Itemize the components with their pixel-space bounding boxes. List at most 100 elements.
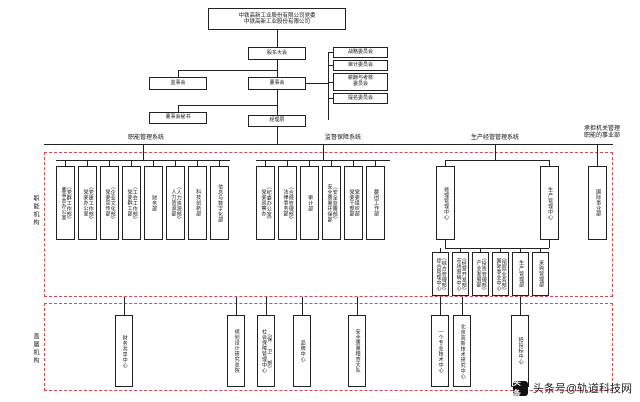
node-delegated-0: 国际事业部 xyxy=(588,166,607,240)
bus-production-sub xyxy=(445,248,549,249)
system-label-delegated: 承担机关管理 职能的事业部 xyxy=(583,126,620,140)
tick-production-center-1 xyxy=(549,160,550,166)
drop-direct-6 xyxy=(440,297,441,315)
tick-supervision-4 xyxy=(353,160,354,166)
node-supervision-0: （纪委办公室） 党委巡察办 xyxy=(256,166,275,240)
tick-functional-4 xyxy=(153,160,154,166)
node-functional-2: （企业文化部） 党委宣传部 xyxy=(100,166,119,240)
bus-functional-drop xyxy=(143,144,144,160)
toutiao-badge-icon: 头条 xyxy=(512,378,528,398)
node-production-4: 采购管理部 xyxy=(532,252,549,296)
connector-title-down xyxy=(277,30,278,47)
node-functional-7: 信息与数字化部 xyxy=(210,166,229,240)
tick-supervision-1 xyxy=(287,160,288,166)
tick-supervision-3 xyxy=(331,160,332,166)
watermark: 头条 头条号@轨道科技网 xyxy=(512,378,632,398)
node-direct-6: 一个专业技术中心 xyxy=(431,315,449,387)
node-supervision-2: 审计部 xyxy=(300,166,319,240)
node-compensation-committee: 薪酬与考核 委员会 xyxy=(333,73,388,91)
connector-committee-spine xyxy=(328,52,329,120)
node-direct-3: 品牌中心 xyxy=(293,315,311,387)
node-production-1: （投资管理部） 产业发展部 xyxy=(472,252,489,296)
node-direct-1: 规划设计研究总院 xyxy=(227,315,245,387)
tick-functional-1 xyxy=(87,160,88,166)
node-functional-3: （工会工作部） 党委群工部 xyxy=(122,166,141,240)
bus-main-horizontal xyxy=(44,144,613,145)
tick-functional-7 xyxy=(219,160,220,166)
watermark-text: 头条号@轨道科技网 xyxy=(532,383,632,395)
system-label-functional: 职能管理系统 xyxy=(127,135,164,141)
system-label-supervision: 监督保障系统 xyxy=(324,135,361,141)
node-company-title: 中铁高新工业股份有限公司党委 中铁高新工业股份有限公司 xyxy=(208,8,346,30)
node-supervision-3: （安全监察部） 安全质量环保部 xyxy=(322,166,341,240)
node-nomination-committee: 提名委员会 xyxy=(333,93,388,104)
node-functional-4: 财务部 xyxy=(144,166,163,240)
region-functional-org xyxy=(44,152,613,297)
node-supervisory-board: 监事会 xyxy=(149,77,207,90)
connector-nomination xyxy=(328,98,333,99)
drop-direct-7 xyxy=(520,297,521,315)
tick-production-3 xyxy=(520,248,521,252)
tick-supervision-0 xyxy=(265,160,266,166)
node-direct-7: 招投标中心 xyxy=(511,315,529,387)
node-production-center-1: 生产管理中心 xyxy=(540,166,559,240)
tick-production-5 xyxy=(500,248,501,252)
region-label-direct-org: 直属机构 xyxy=(32,333,38,365)
tick-functional-0 xyxy=(65,160,66,166)
node-direct-2: （保 卫 部） 社会保障管理中心 xyxy=(257,315,275,387)
drop-direct-3 xyxy=(302,297,303,315)
tick-production-4 xyxy=(540,248,541,252)
tick-functional-6 xyxy=(197,160,198,166)
bus-production xyxy=(445,160,550,161)
connector-comp xyxy=(328,82,333,83)
tick-production-2 xyxy=(440,248,441,252)
connector-supervisory-h xyxy=(178,70,277,71)
tick-supervision-2 xyxy=(309,160,310,166)
node-production-3: 生产管理部 xyxy=(512,252,529,296)
connector-management-down xyxy=(277,127,278,144)
tick-supervision-5 xyxy=(375,160,376,166)
drop-direct-0 xyxy=(124,297,125,315)
node-supervision-5: 群团工作部 xyxy=(366,166,385,240)
tick-functional-3 xyxy=(131,160,132,166)
connector-secretary-v xyxy=(178,105,179,112)
drop-direct-5 xyxy=(462,297,463,315)
tick-production-1 xyxy=(480,248,481,252)
node-production-0: （经营开发部） 市场营销中心 xyxy=(452,252,469,296)
connector-supervisory-v xyxy=(178,70,179,77)
tick-functional-5 xyxy=(175,160,176,166)
bus-production-drop xyxy=(495,144,496,160)
node-functional-5: （人力资源部） 人力资源部 xyxy=(166,166,185,240)
system-label-production: 生产经管管理系统 xyxy=(470,135,519,141)
drop-direct-1 xyxy=(236,297,237,315)
node-supervision-1: （合规管理部） 法律事务部 xyxy=(278,166,297,240)
node-production-2: （综合管理部） 综合管理中心 xyxy=(432,252,449,296)
node-board-of-directors: 董事会 xyxy=(248,77,306,90)
connector-strategy xyxy=(328,52,333,53)
node-board-secretary: 董事会秘书 xyxy=(149,112,207,124)
node-strategy-committee: 战略委员会 xyxy=(333,47,388,58)
node-direct-4: 安全质量稽查大队 xyxy=(348,315,366,387)
node-supervision-4: 党委组织部 党委干部部 xyxy=(344,166,363,240)
connector-audit xyxy=(328,65,333,66)
connector-secretary-h xyxy=(178,105,277,106)
node-management: 经理层 xyxy=(248,115,306,127)
drop-direct-2 xyxy=(266,297,267,315)
region-direct-org xyxy=(44,303,613,391)
node-direct-0: 财务共享中心 xyxy=(115,315,133,387)
node-direct-5: 北京高新技术研究中心 xyxy=(453,315,471,387)
bus-functional xyxy=(56,160,230,161)
connector-board-down xyxy=(277,90,278,120)
connector-production-sub-v1 xyxy=(549,240,550,248)
drop-direct-4 xyxy=(357,297,358,315)
connector-production-sub-v0 xyxy=(445,240,446,248)
tick-production-0 xyxy=(460,248,461,252)
connector-board-committee-h xyxy=(306,83,328,84)
region-label-functional-org: 职能机构 xyxy=(32,195,38,227)
node-shareholders-meeting: 股东大会 xyxy=(248,47,306,60)
bus-delegated-drop xyxy=(597,144,598,166)
bus-supervision-drop xyxy=(323,144,324,160)
tick-production-center-0 xyxy=(445,160,446,166)
node-production-center-0: 修理管理中心 xyxy=(436,166,455,240)
connector-shareholders-down xyxy=(277,60,278,77)
